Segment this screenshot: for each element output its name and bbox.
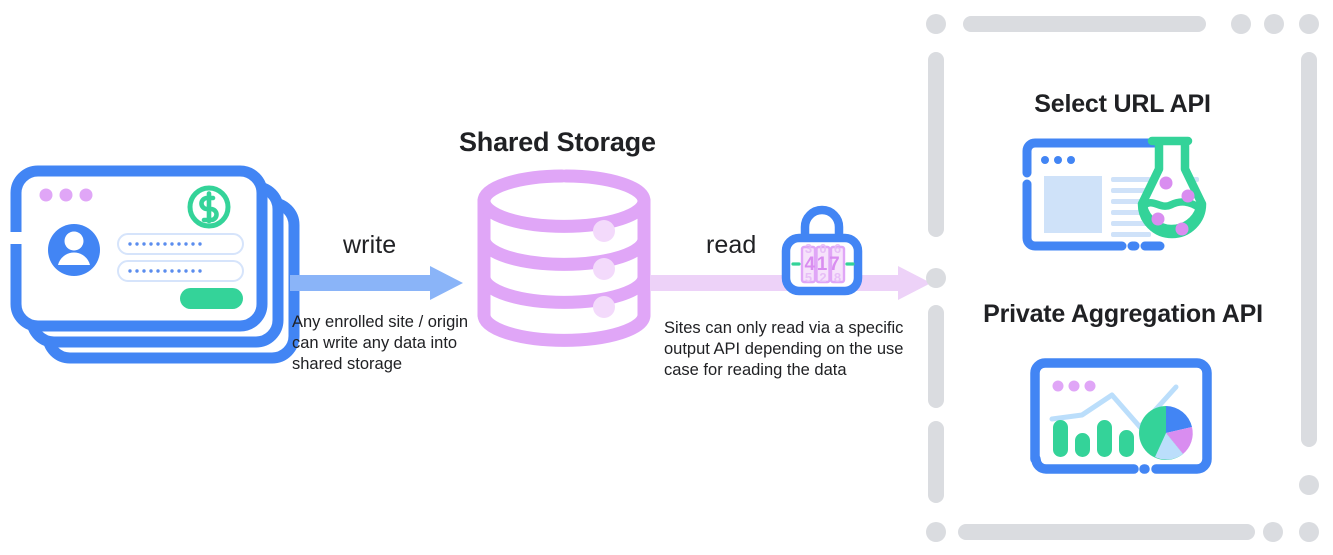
private-aggregation-api-title: Private Aggregation API	[983, 300, 1263, 328]
password-field	[117, 233, 244, 255]
panel-border-dot	[926, 14, 946, 34]
panel-border-dash	[1301, 52, 1317, 447]
card-edge-notch	[10, 232, 23, 244]
password-field	[117, 260, 244, 282]
panel-border-dot	[1263, 522, 1283, 542]
flask-icon	[1137, 136, 1207, 239]
browser-with-charts-icon[interactable]	[1026, 357, 1216, 479]
bar-chart	[1053, 420, 1134, 457]
panel-border-dot	[1231, 14, 1251, 34]
website-cards-stack-icon	[8, 160, 308, 375]
panel-border-dash	[963, 16, 1206, 32]
lock-code: 417	[804, 254, 841, 275]
svg-text:3: 3	[805, 241, 812, 256]
panel-border-dash	[928, 305, 944, 408]
browser-with-flask-icon[interactable]	[1016, 136, 1228, 254]
svg-text:2: 2	[819, 270, 826, 285]
svg-text:0: 0	[819, 241, 826, 256]
combination-lock-icon: 3 0 6 5 2 8 417	[779, 203, 865, 296]
select-url-api-title: Select URL API	[1034, 90, 1211, 118]
write-caption: Any enrolled site / origin can write any…	[292, 313, 469, 373]
panel-border-dot	[1299, 522, 1319, 542]
pie-chart	[1139, 406, 1193, 460]
panel-border-dot	[926, 522, 946, 542]
panel-border-dot	[1299, 475, 1319, 495]
svg-text:5: 5	[805, 270, 812, 285]
write-label: write	[343, 231, 397, 259]
write-arrow-icon	[290, 265, 465, 303]
panel-border-dot	[1299, 14, 1319, 34]
submit-button[interactable]	[180, 288, 243, 309]
tier-dot-icon	[593, 296, 615, 318]
tier-dot-icon	[593, 258, 615, 280]
panel-border-dash	[928, 421, 944, 503]
lock-dials: 3 0 6 5 2 8 417	[800, 241, 846, 285]
panel-border-dash	[958, 524, 1255, 540]
window-dot-icon	[59, 188, 73, 202]
tier-dot-icon	[593, 220, 615, 242]
read-label: read	[706, 231, 757, 259]
svg-text:8: 8	[834, 270, 841, 285]
avatar	[48, 224, 100, 276]
site-stack-svg	[10, 165, 300, 364]
read-caption: Sites can only read via a specific outpu…	[664, 319, 904, 379]
svg-text:6: 6	[834, 241, 841, 256]
database-cylinder-icon	[465, 165, 655, 355]
window-dot-icon	[79, 188, 93, 202]
window-dot-icon	[1052, 380, 1096, 392]
dollar-coin-icon	[187, 185, 231, 229]
panel-border-dot	[926, 268, 946, 288]
window-dot-icon	[1041, 156, 1075, 164]
panel-border-dot	[1264, 14, 1284, 34]
browser-thumbnail	[1044, 176, 1102, 233]
shared-storage-title: Shared Storage	[459, 127, 656, 157]
panel-border-dash	[928, 52, 944, 237]
window-dot-icon	[39, 188, 53, 202]
